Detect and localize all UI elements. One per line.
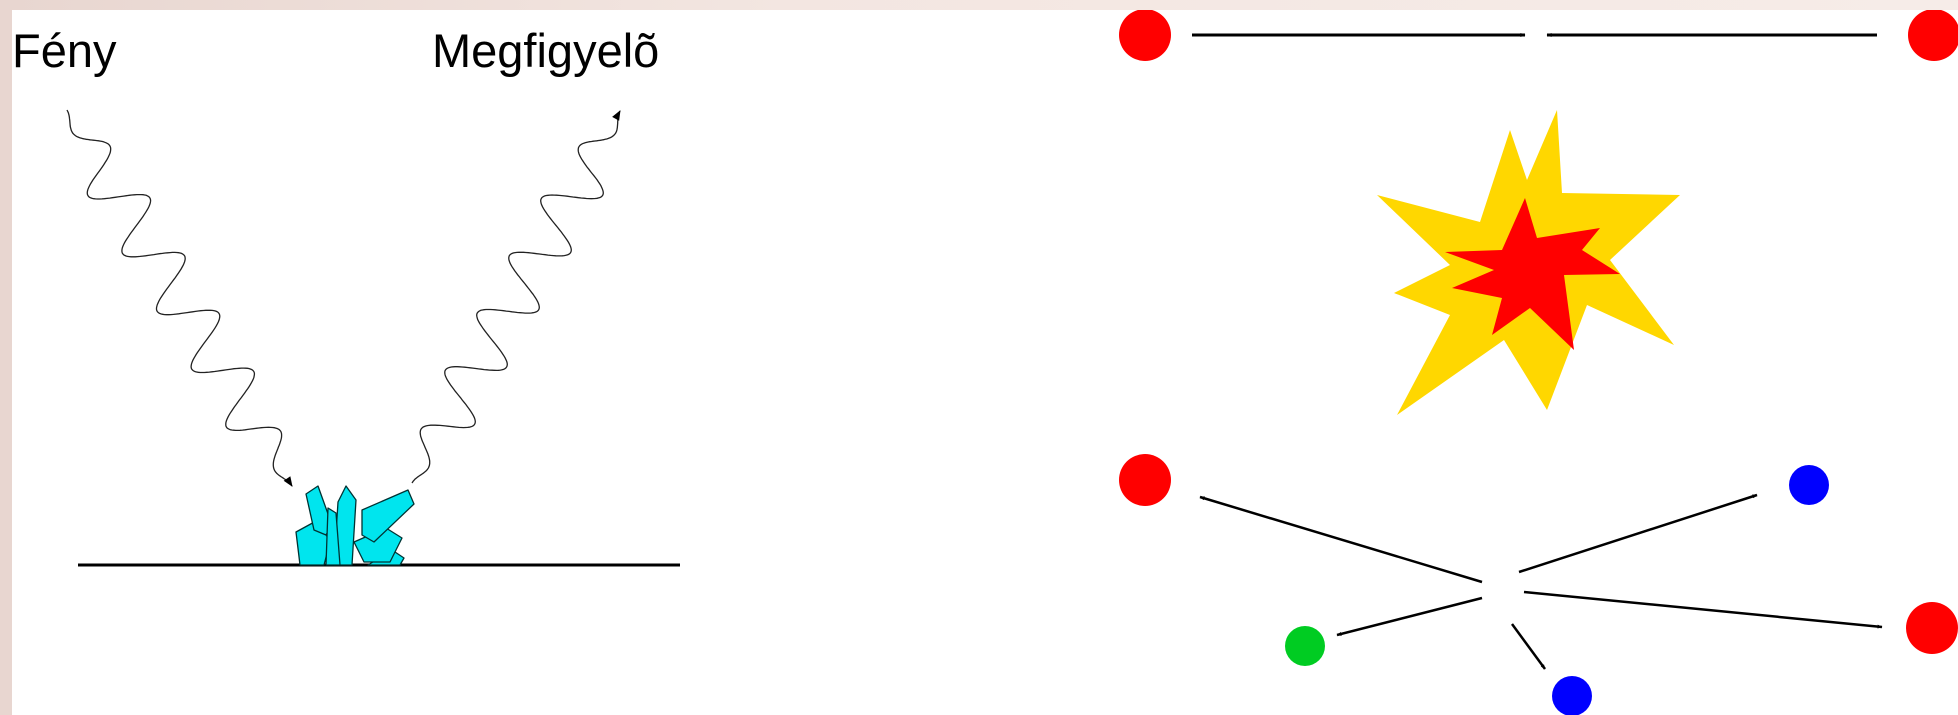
incoming-particle-left-icon xyxy=(1119,10,1171,61)
diagram-svg: Fény Megfigyelõ xyxy=(12,10,1958,715)
product-particle-blue-icon xyxy=(1552,676,1592,715)
diagram-canvas: Fény Megfigyelõ xyxy=(12,10,1958,715)
product-particle-red-icon xyxy=(1906,602,1958,654)
arrow-icon xyxy=(1518,493,1758,574)
crystal-icon xyxy=(295,485,415,566)
explosion-inner-icon xyxy=(1445,198,1620,350)
arrow-icon xyxy=(1510,623,1547,670)
product-particle-green-icon xyxy=(1285,626,1325,666)
incoming-light-wave-icon xyxy=(66,109,293,487)
observer-label: Megfigyelõ xyxy=(432,24,659,77)
arrow-icon xyxy=(1199,495,1483,584)
incoming-particle-right-icon xyxy=(1908,10,1958,61)
arrow-icon xyxy=(1336,596,1483,637)
product-particle-blue-icon xyxy=(1789,465,1829,505)
light-label: Fény xyxy=(12,24,117,77)
outgoing-light-wave-icon xyxy=(411,110,621,484)
product-particle-red-icon xyxy=(1119,454,1171,506)
arrow-icon xyxy=(1523,590,1883,629)
